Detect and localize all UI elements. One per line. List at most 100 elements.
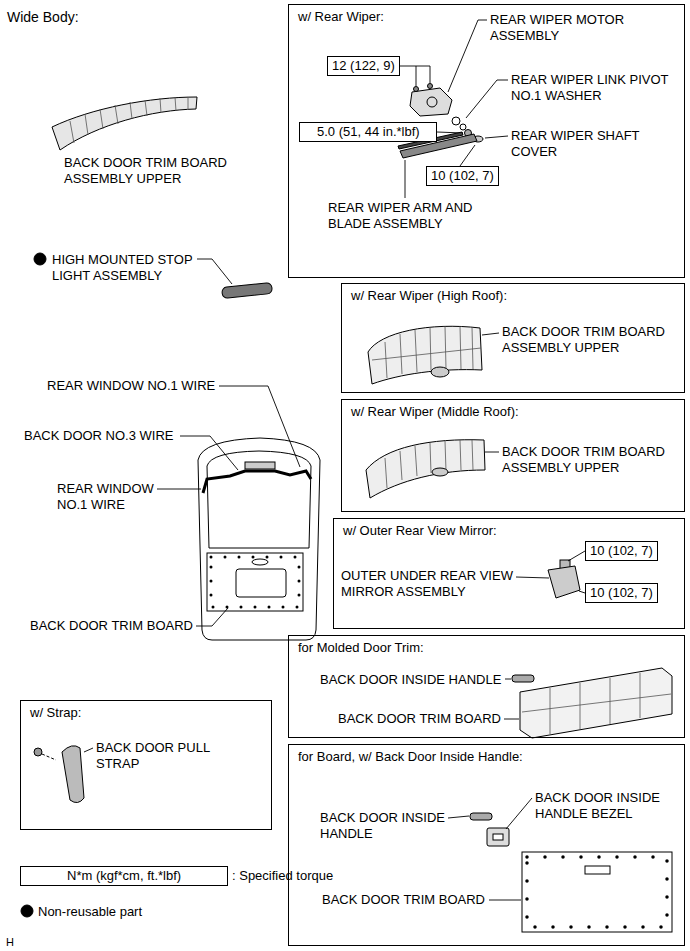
- stop-light-figure: [197, 259, 232, 284]
- rear-wiper-figure: [460, 145, 475, 166]
- torque-box: 10 (102, 7): [426, 166, 499, 186]
- rear-wiper-figure: [460, 124, 466, 130]
- molded-trim-figure: [512, 675, 534, 682]
- legend-text: Non-reusable part: [38, 904, 142, 920]
- board-trim-figure: [470, 813, 492, 820]
- variant-panel: w/ Rear Wiper (High Roof): BACK DOOR TRIM…: [341, 283, 685, 393]
- torque-box: 12 (122, 9): [327, 56, 400, 76]
- variant-panel: w/ Strap: BACK DOOR PULL STRAP: [20, 700, 272, 830]
- middle-roof-trim-figure: [366, 440, 485, 498]
- part-name: REAR WIPER LINK PIVOT NO.1 WASHER: [511, 72, 679, 104]
- rear-wiper-figure: [428, 84, 433, 89]
- rear-wiper-figure: [452, 117, 460, 125]
- diagram-title: Wide Body:: [7, 9, 79, 25]
- pull-strap-figure: [62, 746, 84, 803]
- rear-wiper-figure: [427, 97, 437, 107]
- part-name: BACK DOOR TRIM BOARD ASSEMBLY UPPER: [64, 155, 244, 187]
- middle-roof-trim-figure: [366, 440, 499, 498]
- part-name: BACK DOOR INSIDE HANDLE: [320, 810, 460, 842]
- variant-panel: w/ Rear Wiper:REAR WIPER MOTOR ASSEMBLYR…: [288, 4, 685, 278]
- back-door-figure: [180, 436, 238, 470]
- part-name: REAR WIPER ARM AND BLADE ASSEMBLY: [328, 200, 488, 232]
- variant-panel: w/ Rear Wiper (Middle Roof):BACK DOOR TR…: [341, 399, 685, 512]
- rear-wiper-figure: [414, 87, 419, 92]
- part-name: BACK DOOR PULL STRAP: [96, 740, 226, 772]
- pull-strap-figure: [42, 754, 56, 760]
- panel-heading: w/ Strap:: [30, 705, 81, 721]
- figure-code: H: [6, 934, 14, 950]
- back-door-figure: [211, 557, 299, 607]
- legend-marker: [21, 905, 33, 917]
- stop-light-figure: [34, 253, 46, 265]
- high-roof-trim-figure: [482, 333, 499, 335]
- board-trim-figure: [448, 816, 469, 818]
- variant-panel: for Board, w/ Back Door Inside Handle: BA…: [288, 744, 685, 946]
- torque-value: 12 (122, 9): [332, 58, 395, 74]
- back-door-figure: [196, 608, 228, 626]
- rear-wiper-figure: [485, 136, 508, 138]
- middle-roof-trim-figure: [485, 452, 499, 453]
- legend-unit: N*m (kgf*cm, ft.*lbf): [67, 868, 181, 884]
- trim-board-upper-figure: [52, 97, 197, 150]
- torque-box: 10 (102, 7): [585, 541, 658, 561]
- panel-heading: for Molded Door Trim:: [298, 640, 424, 656]
- variant-panel: for Molded Door Trim: BACK DOOR INSIDE HA…: [288, 635, 685, 738]
- pull-strap-figure: [34, 748, 42, 756]
- rear-wiper-figure: [448, 20, 487, 92]
- part-name: BACK DOOR TRIM BOARD: [338, 711, 501, 727]
- molded-trim-figure: [505, 679, 511, 680]
- board-trim-figure: [522, 852, 672, 932]
- torque-value: 10 (102, 7): [590, 543, 653, 559]
- rear-wiper-figure: [466, 80, 508, 118]
- board-trim-figure: [489, 900, 521, 901]
- pull-strap-figure: [84, 748, 93, 752]
- panel-heading: w/ Outer Rear View Mirror:: [343, 523, 497, 539]
- molded-trim-figure: [504, 668, 672, 738]
- panel-heading: w/ Rear Wiper:: [298, 9, 384, 25]
- back-door-figure: [245, 462, 275, 469]
- back-door-figure: [207, 553, 303, 611]
- mirror-figure: [516, 551, 585, 598]
- board-trim-figure: [585, 866, 610, 874]
- back-door-figure: [198, 438, 320, 640]
- back-door-figure: [219, 386, 300, 467]
- board-trim-figure: [527, 857, 667, 927]
- board-trim-figure: [506, 798, 532, 829]
- legend-marker: [21, 905, 33, 917]
- panel-heading: w/ Rear Wiper (Middle Roof):: [351, 404, 519, 420]
- stop-light-figure: [34, 253, 272, 299]
- torque-value: 5.0 (51, 44 in.*lbf): [317, 124, 420, 140]
- molded-trim-figure: [520, 668, 672, 738]
- molded-trim-figure: [504, 719, 519, 720]
- legend-torque-box: N*m (kgf*cm, ft.*lbf): [20, 866, 228, 886]
- part-name: BACK DOOR TRIM BOARD: [30, 618, 193, 634]
- high-roof-trim-figure: [368, 326, 482, 384]
- part-name: BACK DOOR TRIM BOARD ASSEMBLY UPPER: [502, 324, 680, 356]
- trim-board-upper-figure: [52, 97, 197, 150]
- back-door-figure: [157, 489, 201, 490]
- pull-strap-figure: [34, 746, 93, 803]
- molded-trim-figure: [522, 673, 671, 734]
- board-trim-figure: [487, 828, 509, 846]
- torque-value: 10 (102, 7): [590, 585, 653, 601]
- rear-wiper-figure: [397, 66, 430, 86]
- part-name: REAR WIPER SHAFT COVER: [511, 128, 661, 160]
- part-name: BACK DOOR INSIDE HANDLE: [320, 672, 501, 688]
- mirror-figure: [568, 551, 585, 561]
- high-roof-trim-figure: [372, 326, 481, 378]
- part-name: BACK DOOR INSIDE HANDLE BEZEL: [535, 790, 675, 822]
- panel-heading: w/ Rear Wiper (High Roof):: [351, 288, 507, 304]
- panel-heading: for Board, w/ Back Door Inside Handle:: [298, 749, 523, 765]
- part-name: BACK DOOR NO.3 WIRE: [24, 428, 174, 444]
- back-door-figure: [207, 451, 311, 548]
- rear-wiper-figure: [405, 160, 406, 198]
- high-roof-trim-figure: [368, 326, 499, 384]
- part-name: REAR WINDOW NO.1 WIRE: [57, 481, 172, 513]
- back-door-figure: [252, 559, 268, 565]
- part-name: HIGH MOUNTED STOP LIGHT ASSEMBLY: [52, 252, 207, 284]
- back-door-figure: [157, 386, 320, 640]
- part-name: OUTER UNDER REAR VIEW MIRROR ASSEMBLY: [341, 568, 526, 600]
- trim-board-upper-figure: [70, 97, 188, 143]
- variant-panel: w/ Outer Rear View Mirror: OUTER UNDER RE…: [333, 518, 685, 629]
- stop-light-figure: [222, 282, 273, 298]
